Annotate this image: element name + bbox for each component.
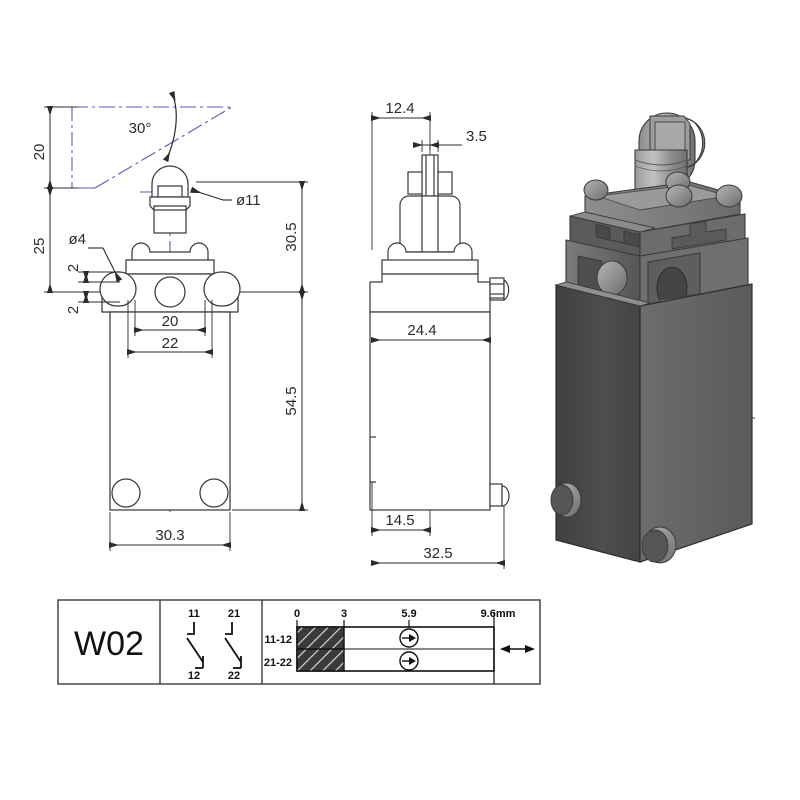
dim-label-30deg: 30° bbox=[129, 120, 152, 137]
dim-label-54p5: 54.5 bbox=[283, 386, 300, 415]
travel-total-arrow bbox=[500, 645, 535, 653]
dim-label-20-pitch: 20 bbox=[162, 313, 179, 330]
dim-lever-height-upper: 20 bbox=[31, 106, 78, 189]
travel-row-label-21-22: 21-22 bbox=[264, 657, 292, 669]
iso-bottom-bosses bbox=[550, 482, 677, 564]
dim-label-24p4: 24.4 bbox=[407, 322, 436, 339]
side-view-outline bbox=[369, 154, 510, 511]
terminal-label-12: 12 bbox=[188, 670, 200, 682]
travel-row-label-11-12: 11-12 bbox=[264, 634, 292, 646]
dim-label-14p5: 14.5 bbox=[385, 512, 414, 529]
dim-body-depth-total: 32.5 bbox=[371, 506, 505, 569]
terminal-label-11: 11 bbox=[188, 608, 200, 620]
dim-label-2-lower: 2 bbox=[65, 306, 82, 314]
dim-label-3p5: 3.5 bbox=[466, 128, 487, 145]
dim-label-2-upper: 2 bbox=[65, 264, 82, 272]
dim-label-30p5: 30.5 bbox=[283, 222, 300, 251]
dim-lever-height-lower: 25 bbox=[31, 187, 100, 293]
dim-plunger-width: 3.5 bbox=[413, 128, 487, 152]
isometric-view bbox=[550, 112, 755, 564]
iso-main-body bbox=[554, 281, 755, 563]
travel-unit-label: 9.6mm bbox=[481, 608, 516, 620]
dim-label-12p4: 12.4 bbox=[385, 100, 414, 117]
front-view: 20 25 30° ø11 ø4 bbox=[31, 90, 308, 551]
dim-label-25: 25 bbox=[31, 238, 48, 255]
dim-slot-offsets: 2 2 bbox=[65, 264, 120, 314]
terminal-label-21: 21 bbox=[228, 608, 240, 620]
terminal-label-22: 22 bbox=[228, 670, 240, 682]
travel-tick-0: 0 bbox=[294, 608, 300, 620]
dim-label-dia4: ø4 bbox=[68, 231, 86, 248]
dim-label-32p5: 32.5 bbox=[423, 545, 452, 562]
dim-body-height: 54.5 bbox=[232, 291, 308, 511]
iso-head-bosses bbox=[583, 171, 743, 208]
side-view: 12.4 3.5 24.4 14.5 bbox=[369, 100, 510, 569]
dim-head-height: 30.5 bbox=[196, 181, 308, 293]
dim-hole-pitch: 20 bbox=[134, 300, 206, 336]
travel-tick-3: 3 bbox=[341, 608, 347, 620]
dim-lever-angle: 30° bbox=[129, 90, 177, 163]
dim-label-30p3: 30.3 bbox=[155, 527, 184, 544]
contact-code-label: W02 bbox=[74, 625, 144, 663]
iso-head-block bbox=[569, 211, 746, 263]
dim-body-width: 30.3 bbox=[109, 512, 231, 551]
dim-body-depth-upper: 24.4 bbox=[371, 315, 491, 346]
dim-label-dia11: ø11 bbox=[236, 192, 261, 209]
dim-base-offset: 14.5 bbox=[371, 482, 431, 536]
front-view-outline bbox=[99, 165, 241, 511]
dim-plunger-diameter: ø11 bbox=[190, 186, 261, 209]
travel-diagram: 0 3 5.9 9.6mm 11-12 21-22 bbox=[264, 608, 535, 684]
dim-mount-hole-diameter: ø4 bbox=[68, 231, 123, 283]
dim-label-20-upper: 20 bbox=[31, 144, 48, 161]
contact-diagram-table: W02 11 12 21 22 bbox=[57, 599, 541, 685]
travel-marker-row2 bbox=[399, 651, 419, 671]
travel-marker-row1 bbox=[399, 628, 419, 648]
dim-label-22: 22 bbox=[162, 335, 179, 352]
contact-schematic bbox=[186, 622, 242, 669]
dim-hole-span: 22 bbox=[127, 300, 213, 358]
travel-tick-5p9: 5.9 bbox=[401, 608, 416, 620]
